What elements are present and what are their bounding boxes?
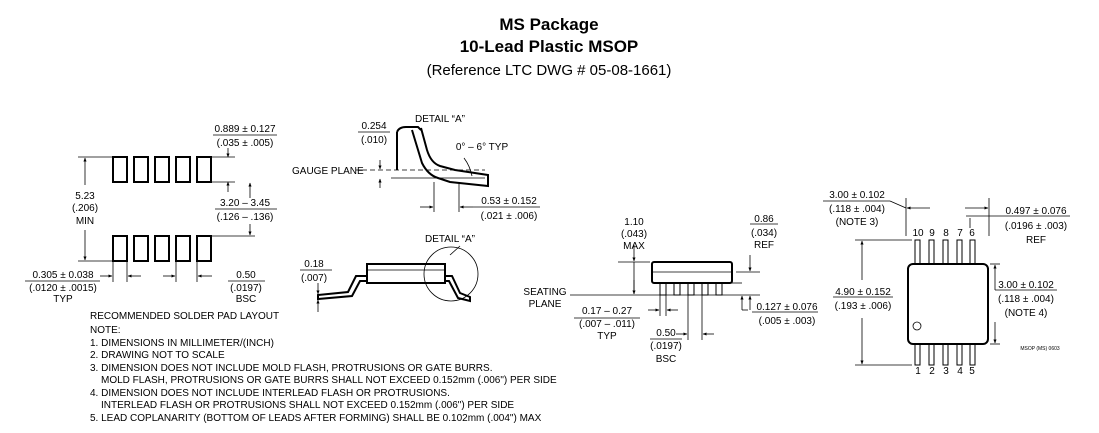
dimension-label: MIN — [76, 216, 94, 227]
note-item: 2. DRAWING NOT TO SCALE — [90, 350, 225, 361]
dimension-label: MAX — [623, 241, 645, 252]
package-top-view: 3.00 ± 0.102 (.118 ± .004) (NOTE 3) 0.49… — [823, 190, 1070, 377]
dimension-label: 4 — [957, 366, 963, 377]
note-item: 5. LEAD COPLANARITY (BOTTOM OF LEADS AFT… — [90, 413, 542, 424]
dimension-label: (.118 ± .004) — [998, 294, 1054, 305]
title-line-1: MS Package — [499, 15, 598, 34]
pad — [175, 156, 191, 183]
note-item: MOLD FLASH, PROTRUSIONS OR GATE BURRS SH… — [101, 375, 557, 386]
dimension-label: (NOTE 4) — [1005, 308, 1048, 319]
dimension-label: (.206) — [72, 203, 98, 214]
dimension-label: 0.889 ± 0.127 — [214, 124, 276, 135]
dimension-label: (.010) — [361, 135, 387, 146]
dimension-label: 0.50 — [656, 328, 676, 339]
title-block: MS Package 10-Lead Plastic MSOP (Referen… — [427, 15, 672, 79]
dimension-label: DETAIL “A” — [415, 114, 465, 125]
drawing-id: MSOP (MS) 0603 — [1020, 346, 1060, 352]
note-item: INTERLEAD FLASH OR PROTRUSIONS SHALL NOT… — [101, 400, 514, 411]
dimension-label: SEATING — [523, 287, 566, 298]
dimension-label: TYP — [597, 331, 617, 342]
dimension-label: 0.254 — [361, 121, 386, 132]
dimension-label: 3 — [943, 366, 949, 377]
dimension-label: (.043) — [621, 229, 647, 240]
note-item: 1. DIMENSIONS IN MILLIMETER/(INCH) — [90, 338, 274, 349]
solder-pad-layout: 0.889 ± 0.127 (.035 ± .005) 5.23 (.206) … — [25, 124, 279, 322]
pad — [196, 156, 212, 183]
notes: NOTE: 1. DIMENSIONS IN MILLIMETER/(INCH)… — [90, 325, 557, 424]
pad — [133, 235, 149, 262]
dimension-label: (.0197) — [650, 341, 682, 352]
notes-heading: NOTE: — [90, 325, 121, 336]
pad — [112, 156, 128, 183]
dimension-label: 1.10 — [624, 217, 644, 228]
dimension-label: 3.00 ± 0.102 — [829, 190, 885, 201]
dimension-label: (.021 ± .006) — [481, 211, 538, 222]
detail-a-lead-profile: DETAIL “A” GAUGE PLANE 0.254 (.010) 0° –… — [292, 114, 540, 222]
dimension-label: 5 — [969, 366, 975, 377]
dimension-label: 0° – 6° TYP — [456, 142, 509, 153]
dimension-label: 2 — [929, 366, 935, 377]
pad — [154, 156, 170, 183]
detail-a-side-view: DETAIL “A” 0.18 (.007) — [300, 234, 479, 312]
dimension-label: (.007) — [301, 273, 327, 284]
title-line-2: 10-Lead Plastic MSOP — [460, 37, 639, 56]
pad-row-top — [112, 156, 212, 183]
reference-drawing: (Reference LTC DWG # 05-08-1661) — [427, 62, 672, 79]
dimension-label: 0.86 — [754, 214, 774, 225]
dimension-label: 4.90 ± 0.152 — [835, 287, 891, 298]
package-side-view: SEATING PLANE 1.10 (.043) MAX 0.86 (.034… — [523, 214, 818, 365]
pad — [112, 235, 128, 262]
dimension-label: 3.00 ± 0.102 — [998, 280, 1054, 291]
dimension-label: 0.305 ± 0.038 — [32, 270, 94, 281]
note-item: 4. DIMENSION DOES NOT INCLUDE INTERLEAD … — [90, 388, 450, 399]
dimension-label: 8 — [943, 228, 949, 239]
pad-row-bottom — [112, 235, 212, 262]
note-item: 3. DIMENSION DOES NOT INCLUDE MOLD FLASH… — [90, 363, 492, 374]
dimension-label: TYP — [53, 294, 73, 305]
dimension-label: 6 — [969, 228, 975, 239]
dimension-label: (.0197) — [230, 283, 262, 294]
dimension-label: (.005 ± .003) — [759, 316, 816, 327]
dimension-label: (.193 ± .006) — [835, 301, 892, 312]
pad — [154, 235, 170, 262]
dimension-label: (.0120 ± .0015) — [29, 283, 97, 294]
dimension-label: REF — [754, 240, 774, 251]
dimension-label: BSC — [236, 294, 257, 305]
dimension-label: (.035 ± .005) — [217, 138, 274, 149]
dimension-label: (.034) — [751, 228, 777, 239]
dimension-label: PLANE — [529, 299, 562, 310]
dimension-label: 0.17 – 0.27 — [582, 306, 632, 317]
dimension-label: REF — [1026, 235, 1046, 246]
dimension-label: 7 — [957, 228, 963, 239]
dimension-label: GAUGE PLANE — [292, 166, 364, 177]
dimension-label: (.126 – .136) — [217, 212, 274, 223]
dimension-label: 10 — [912, 228, 924, 239]
pad — [175, 235, 191, 262]
dimension-label: 5.23 — [75, 191, 95, 202]
dimension-label: 0.53 ± 0.152 — [481, 196, 537, 207]
dimension-label: 1 — [915, 366, 921, 377]
dimension-label: (.0196 ± .003) — [1005, 221, 1067, 232]
dimension-label: BSC — [656, 354, 677, 365]
dimension-label: (NOTE 3) — [836, 217, 879, 228]
dimension-label: 9 — [929, 228, 935, 239]
dimension-label: DETAIL “A” — [425, 234, 475, 245]
dimension-label: 0.50 — [236, 270, 256, 281]
dimension-label: 0.127 ± 0.076 — [756, 302, 818, 313]
pad — [133, 156, 149, 183]
dimension-label: 0.497 ± 0.076 — [1005, 206, 1067, 217]
dimension-label: 0.18 — [304, 259, 324, 270]
dimension-label: (.007 – .011) — [579, 319, 635, 330]
dimension-label: (.118 ± .004) — [829, 204, 885, 215]
dimension-label: 3.20 – 3.45 — [220, 198, 270, 209]
solder-pad-caption: RECOMMENDED SOLDER PAD LAYOUT — [90, 311, 279, 322]
pad — [196, 235, 212, 262]
